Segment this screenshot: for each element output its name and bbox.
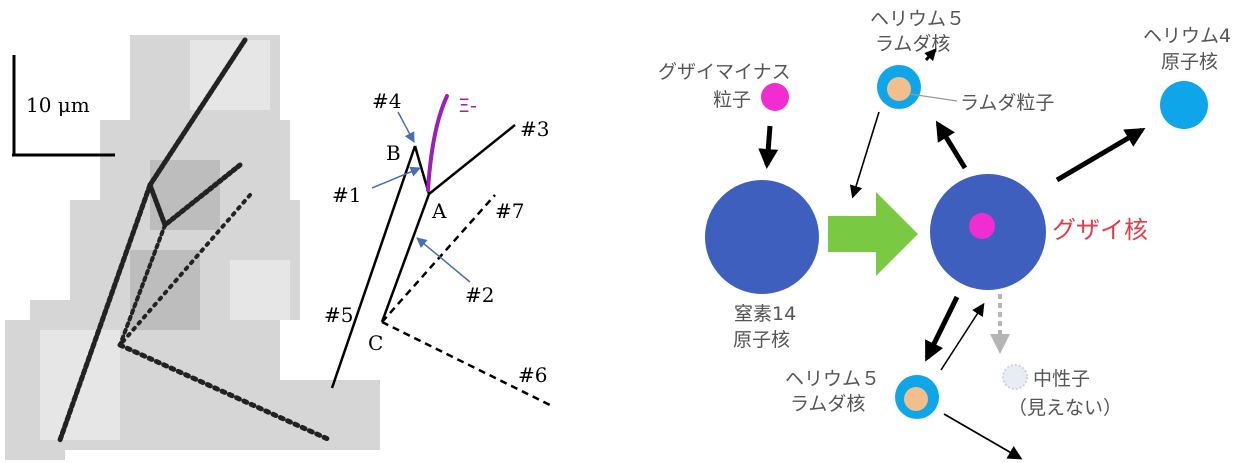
nitrogen-label-line1: 窒素14 [734, 303, 796, 325]
label-point-a: A [431, 199, 447, 223]
arrow-he5-bottom-out [943, 413, 1023, 460]
lambda-particle-top [887, 77, 911, 101]
label-track-6: #6 [518, 363, 547, 387]
xi-minus-label-line1: グザイマイナス [658, 61, 791, 83]
label-point-c: C [368, 331, 383, 355]
he5-lambda-nucleus-top [877, 65, 921, 109]
xi-minus-track [426, 94, 449, 192]
he5-top-label-line2: ラムダ核 [875, 33, 950, 55]
track-tracing: #4 #3 #1 #7 #2 #5 #6 A B C Ξ- [324, 89, 553, 408]
arrow-xi-to-he5-top [935, 120, 968, 170]
track-5 [330, 145, 417, 389]
he5-top-small-arrow [924, 48, 937, 62]
track-7 [381, 194, 496, 323]
xi-particle-core [969, 213, 995, 239]
he5-lambda-nucleus-bottom [895, 375, 939, 419]
neutron-label-line2: （見えない） [1008, 397, 1122, 419]
neutron-label-line1: 中性子 [1033, 368, 1090, 390]
label-track-3: #3 [520, 117, 549, 141]
emulsion-micrograph: 10 μm [5, 35, 380, 460]
scale-label: 10 μm [26, 93, 90, 117]
xi-minus-particle [761, 83, 789, 111]
arrow-he5-top-back [849, 111, 880, 199]
track-6 [381, 320, 553, 408]
track-3 [428, 124, 516, 195]
xi-nucleus-label: グザイ核 [1052, 216, 1148, 244]
he4-label-line2: 原子核 [1161, 51, 1218, 73]
track-2 [380, 193, 431, 323]
he4-label-line1: ヘリウム4 [1143, 25, 1231, 47]
xi-minus-arrow [758, 125, 779, 169]
he5-bottom-label-line2: ラムダ核 [790, 393, 865, 415]
he5-top-label-line1: ヘリウム５ [870, 8, 965, 30]
label-track-1: #1 [332, 183, 361, 207]
label-track-4: #4 [372, 89, 401, 113]
pointer-arrow-4 [397, 111, 415, 143]
label-track-2: #2 [465, 283, 494, 307]
he5-bottom-label-line1: ヘリウム５ [785, 368, 880, 390]
he4-nucleus [1160, 81, 1208, 129]
xi-minus-label-line2: 粒子 [713, 89, 751, 111]
capture-arrow [828, 192, 918, 276]
track-B-A [413, 145, 431, 195]
micrograph-light-patches [40, 40, 290, 440]
arrow-xi-to-he5-bottom [924, 295, 960, 362]
xi-hypernucleus [930, 174, 1046, 290]
neutron-particle [1002, 364, 1028, 390]
micrograph-tracks [57, 37, 333, 443]
pointer-arrow-1 [371, 166, 421, 189]
label-track-5: #5 [324, 303, 353, 327]
label-point-b: B [386, 141, 401, 165]
scale-bar [12, 55, 115, 157]
lambda-particle-label: ラムダ粒子 [960, 92, 1054, 114]
arrow-he5-bottom-back [940, 302, 985, 371]
label-xi-minus: Ξ- [458, 95, 477, 117]
lambda-particle-bottom [904, 387, 928, 411]
nitrogen-label-line2: 原子核 [733, 329, 790, 351]
lambda-pointer-line [909, 93, 958, 102]
arrow-xi-to-he4 [1055, 127, 1146, 183]
nitrogen-14-nucleus [705, 180, 819, 294]
label-track-7: #7 [495, 199, 524, 223]
pointer-arrow-2 [416, 237, 471, 283]
